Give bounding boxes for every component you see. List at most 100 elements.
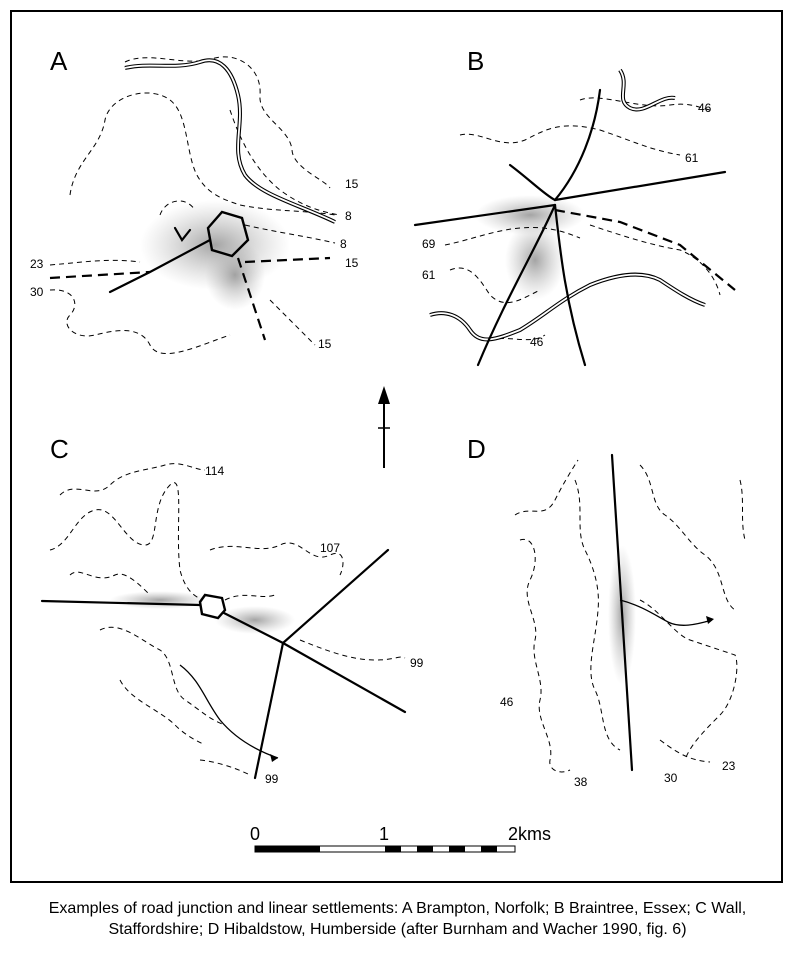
- panel-b-road: [476, 203, 557, 367]
- panel-b-contour: [459, 125, 681, 156]
- panel-b-road: [553, 88, 602, 202]
- panel-d-contour-label: 38: [574, 775, 588, 789]
- panel-b-settlement-area: [505, 220, 565, 300]
- panel-c-river: [179, 664, 279, 759]
- panel-c-contour: [69, 571, 151, 596]
- panel-a-contour: [69, 92, 336, 216]
- panel-d-contour: [514, 459, 579, 516]
- panel-c-letter: C: [50, 434, 69, 464]
- panel-b-road: [553, 203, 587, 367]
- panel-c-contour: [199, 759, 251, 776]
- panel-c-contour: [224, 594, 276, 601]
- panel-a-contour: [49, 259, 141, 266]
- panel-a-contour-label: 30: [30, 285, 44, 299]
- panel-a-contour: [124, 56, 331, 189]
- map-figure: A 15 8 8 15 23 30 15 B: [30, 46, 746, 853]
- panel-b-contour-label: 69: [422, 237, 436, 251]
- panel-b-contour-label: 46: [698, 101, 712, 115]
- panel-b-contour-label: 61: [685, 151, 699, 165]
- panel-c-settlement-area: [110, 591, 210, 609]
- scale-label-one: 1: [379, 824, 389, 844]
- panel-a-road: [244, 256, 331, 264]
- panel-a-contour-label: 15: [345, 256, 359, 270]
- panel-a-road: [236, 257, 267, 341]
- panel-c-contour: [209, 542, 344, 576]
- panel-a-letter: A: [50, 46, 68, 76]
- panel-b-contour: [589, 224, 721, 296]
- panel-c-contour: [59, 463, 206, 496]
- scale-bar-segment: [255, 846, 320, 852]
- scale-bar-segment: [417, 846, 433, 852]
- panel-d-contour: [639, 464, 736, 611]
- panel-b-contour: [444, 227, 581, 246]
- panel-c-contour: [119, 679, 206, 746]
- panel-b-road: [553, 170, 727, 202]
- panel-a-river: [124, 58, 336, 224]
- panel-a-contour-label: 15: [345, 177, 359, 191]
- panel-b-river-inner: [429, 273, 706, 341]
- panel-b-road: [413, 203, 557, 227]
- figure-frame: [10, 10, 783, 883]
- panel-d-contour: [639, 599, 738, 761]
- panel-c-road: [220, 610, 285, 645]
- panel-b-letter: B: [467, 46, 484, 76]
- panel-d-river-arrow-icon: [706, 616, 714, 624]
- panel-b-river-inner: [619, 69, 676, 111]
- panel-a-contour: [49, 289, 231, 355]
- panel-d-contour: [574, 479, 621, 751]
- panel-c-contour-label: 99: [410, 656, 424, 670]
- panel-d-river: [619, 599, 713, 626]
- panel-a-river-inner: [124, 59, 336, 223]
- panel-a-contour-label: 23: [30, 257, 44, 271]
- panel-d-contour-label: 30: [664, 771, 678, 785]
- panel-a-road: [173, 226, 192, 242]
- figure-caption: Examples of road junction and linear set…: [48, 900, 747, 938]
- panel-c-road: [253, 641, 285, 780]
- panel-c-settlement-area: [215, 606, 295, 634]
- panel-d-contour: [739, 479, 746, 541]
- scale-label-zero: 0: [250, 824, 260, 844]
- panel-a: A 15 8 8 15 23 30 15: [30, 46, 359, 355]
- panel-d-contour: [659, 739, 711, 763]
- panel-d-contour-label: 23: [722, 759, 736, 773]
- panel-a-contour-label: 8: [340, 237, 347, 251]
- panel-c-contour: [49, 482, 206, 601]
- panel-b-contour: [489, 334, 546, 341]
- panel-b-contour-label: 46: [530, 335, 544, 349]
- panel-a-town-walls: [206, 210, 250, 258]
- panel-a-road: [49, 270, 151, 280]
- panel-a-contour: [159, 200, 196, 216]
- panel-a-contour: [244, 224, 336, 244]
- panel-b-road: [554, 208, 736, 291]
- panel-b-contour-label: 61: [422, 268, 436, 282]
- panel-c-river-arrow-icon: [270, 754, 278, 762]
- panel-b: B 46 61 69 61 46: [413, 46, 736, 367]
- panel-a-contour-label: 15: [318, 337, 332, 351]
- panel-b-river: [618, 68, 676, 112]
- panel-d: D 46 38 30 23: [467, 434, 746, 789]
- panel-d-road: [610, 453, 634, 772]
- panel-c-contour: [299, 639, 406, 661]
- panel-c-contour-label: 99: [265, 772, 279, 786]
- panel-b-road: [508, 163, 557, 202]
- panel-a-contour-label: 8: [345, 209, 352, 223]
- scale-bar-segment: [481, 846, 497, 852]
- panel-a-contour: [269, 299, 316, 346]
- panel-a-road: [108, 238, 212, 294]
- panel-c-contour: [99, 626, 226, 726]
- panel-d-contour-label: 46: [500, 695, 514, 709]
- panel-c-road: [281, 641, 407, 714]
- panel-b-river: [429, 272, 706, 342]
- panel-c-town-walls: [198, 593, 227, 620]
- panel-c-road: [40, 599, 202, 607]
- scale-bar: 0 1 2kms: [250, 824, 551, 853]
- panel-d-contour: [519, 538, 571, 773]
- scale-bar-segment: [449, 846, 465, 852]
- panel-c-contour-label: 114: [205, 464, 224, 478]
- panel-c: C 114 107 99 99: [40, 434, 424, 786]
- panel-c-road: [281, 548, 390, 645]
- scale-label-two: 2kms: [508, 824, 551, 844]
- panel-d-letter: D: [467, 434, 486, 464]
- scale-bar-segment: [385, 846, 401, 852]
- north-arrow-icon: [378, 386, 390, 468]
